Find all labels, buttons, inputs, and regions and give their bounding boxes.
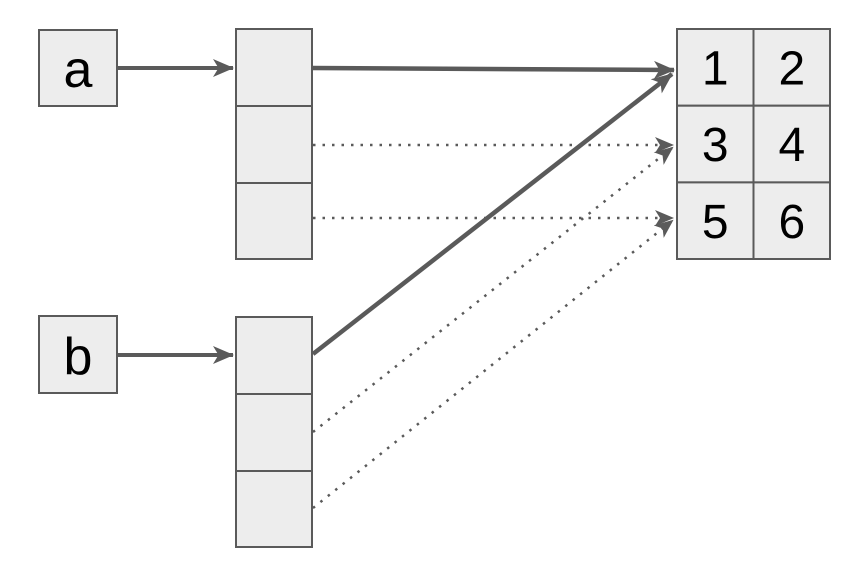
list-a-cell-2 [235, 182, 313, 260]
grid-cell-3 [752, 104, 831, 184]
variable-b-box [38, 315, 118, 394]
arrow-list-b0-to-grid-row0 [311, 72, 674, 356]
grid-cell-1 [752, 28, 831, 107]
dotted-arrow-list-b1-to-grid-row1 [312, 146, 674, 433]
grid-cell-4 [676, 181, 755, 260]
dotted-arrow-list-b2-to-grid-row2 [312, 219, 674, 509]
variable-a-box [38, 29, 118, 107]
grid-value-3: 3 [702, 119, 729, 172]
variable-b-label: b [64, 328, 93, 386]
arrow-list-a0-to-grid-row0 [311, 60, 675, 79]
grid-value-2: 2 [778, 43, 805, 96]
list-b-cell-2 [235, 470, 313, 548]
list-a-cell-0 [235, 28, 313, 107]
grid-value-1: 1 [702, 43, 729, 96]
variable-a-label: a [64, 41, 93, 99]
grid-value-6: 6 [778, 196, 805, 249]
list-b-cell-1 [235, 393, 313, 472]
list-b-cell-0 [235, 316, 313, 395]
grid-value-4: 4 [778, 119, 805, 172]
grid-value-5: 5 [702, 196, 729, 249]
grid-cell-5 [752, 181, 831, 260]
list-a-cell-1 [235, 105, 313, 184]
